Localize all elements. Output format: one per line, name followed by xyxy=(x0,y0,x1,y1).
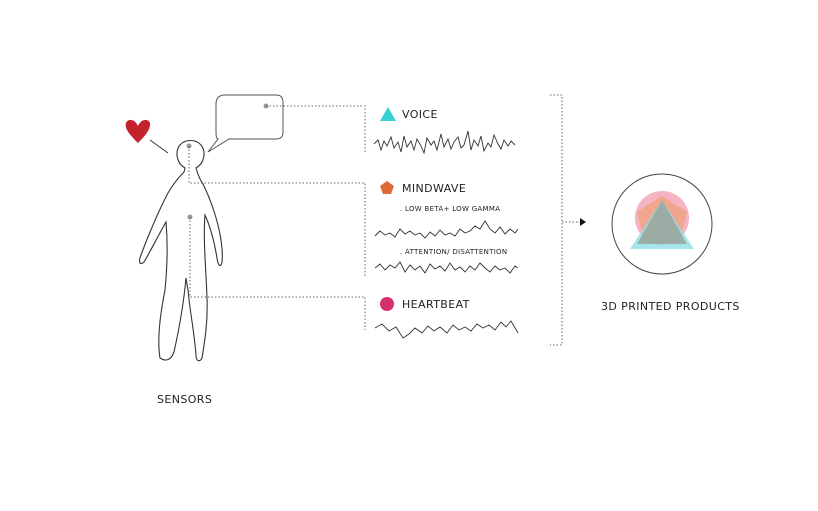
voice-label: VOICE xyxy=(402,108,438,121)
output-label: 3D PRINTED PRODUCTS xyxy=(601,300,740,313)
triangle-icon xyxy=(380,107,396,121)
dotted-connectors xyxy=(188,94,583,346)
product-gray-triangle xyxy=(637,200,687,244)
heart-connector-line xyxy=(149,139,169,154)
arrow-head-icon xyxy=(580,218,586,226)
pentagon-icon xyxy=(380,181,394,194)
circle-icon xyxy=(380,297,394,311)
heart-icon xyxy=(125,119,151,143)
voice-waveform xyxy=(373,130,516,155)
heartbeat-waveform xyxy=(374,320,519,339)
product-shapes xyxy=(630,191,694,249)
mindwave-attention-waveform xyxy=(374,261,519,274)
mindwave-label: MINDWAVE xyxy=(402,182,467,195)
heartbeat-label: HEARTBEAT xyxy=(402,298,470,311)
human-figure-outline xyxy=(139,139,223,362)
speech-bubble xyxy=(207,94,284,153)
sensors-label: SENSORS xyxy=(157,393,213,406)
mindwave-beta-gamma-waveform xyxy=(374,220,519,239)
mindwave-sublabel-beta-gamma: . LOW BETA+ LOW GAMMA xyxy=(400,205,501,213)
mindwave-sublabel-attention: . ATTENTION/ DISATTENTION xyxy=(400,248,508,256)
product-frame-circle xyxy=(611,173,713,275)
